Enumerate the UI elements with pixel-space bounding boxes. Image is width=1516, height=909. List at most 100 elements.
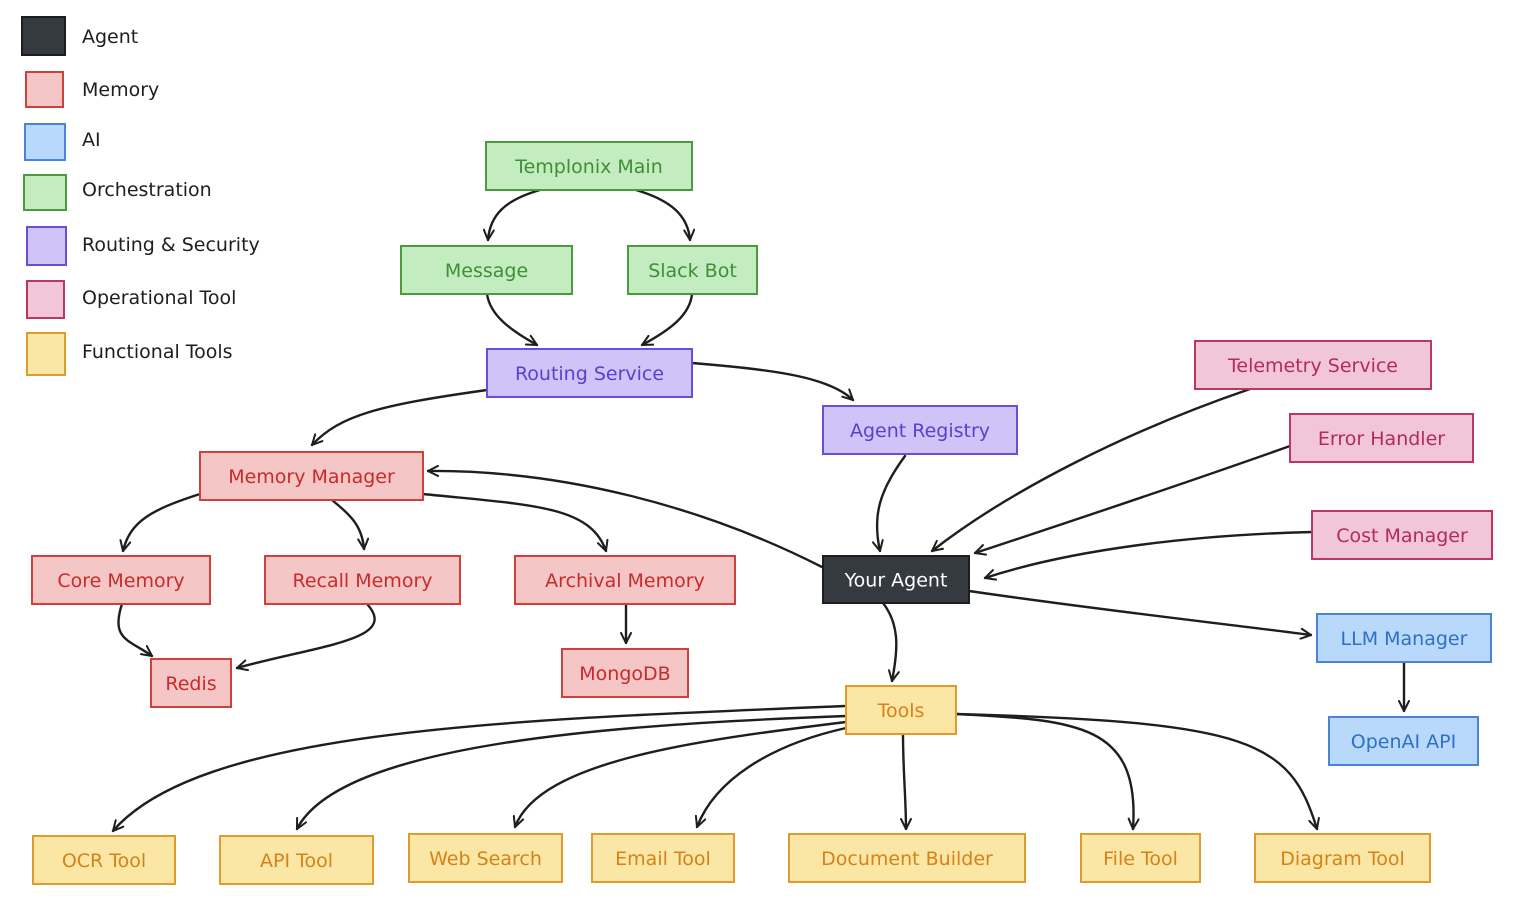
node-label-routing-service: Routing Service bbox=[515, 363, 664, 385]
edge-error-handler-to-your-agent bbox=[973, 444, 1292, 556]
node-recall-memory[interactable]: Recall Memory bbox=[264, 555, 461, 605]
legend-label-functional: Functional Tools bbox=[82, 341, 233, 363]
node-box-telemetry-service bbox=[1194, 340, 1432, 390]
edge-memory-manager-to-archival-memory bbox=[421, 492, 609, 553]
node-routing-service[interactable]: Routing Service bbox=[486, 348, 693, 398]
legend-swatch-functional bbox=[26, 332, 66, 376]
node-box-ocr-tool bbox=[32, 835, 176, 885]
node-box-diagram-tool bbox=[1254, 833, 1431, 883]
legend-swatch-agent bbox=[21, 16, 66, 56]
node-box-openai-api bbox=[1328, 716, 1479, 766]
node-label-file-tool: File Tool bbox=[1103, 848, 1178, 870]
node-archival-memory[interactable]: Archival Memory bbox=[514, 555, 736, 605]
node-label-core-memory: Core Memory bbox=[57, 570, 184, 592]
node-label-message: Message bbox=[445, 260, 528, 282]
node-error-handler[interactable]: Error Handler bbox=[1289, 413, 1474, 463]
node-openai-api[interactable]: OpenAI API bbox=[1328, 716, 1479, 766]
node-box-document-builder bbox=[788, 833, 1026, 883]
node-box-core-memory bbox=[31, 555, 211, 605]
node-box-memory-manager bbox=[199, 451, 424, 501]
edge-recall-memory-to-redis bbox=[235, 602, 376, 672]
node-box-email-tool bbox=[591, 833, 735, 883]
edge-core-memory-to-redis bbox=[117, 602, 154, 658]
edge-tools-to-file-tool bbox=[954, 712, 1140, 831]
legend-label-orchestration: Orchestration bbox=[82, 179, 212, 201]
edge-templonix-main-to-message bbox=[482, 188, 542, 242]
legend-swatch-routing bbox=[26, 226, 67, 266]
node-agent-registry[interactable]: Agent Registry bbox=[822, 405, 1018, 455]
node-slack-bot[interactable]: Slack Bot bbox=[627, 245, 758, 295]
node-mongodb[interactable]: MongoDB bbox=[561, 648, 689, 698]
node-llm-manager[interactable]: LLM Manager bbox=[1316, 613, 1492, 663]
node-box-tools bbox=[845, 685, 957, 735]
node-cost-manager[interactable]: Cost Manager bbox=[1311, 510, 1493, 560]
node-box-mongodb bbox=[561, 648, 689, 698]
node-api-tool[interactable]: API Tool bbox=[219, 835, 374, 885]
edge-memory-manager-to-recall-memory bbox=[330, 498, 370, 551]
node-label-cost-manager: Cost Manager bbox=[1336, 525, 1468, 547]
node-box-templonix-main bbox=[485, 141, 693, 191]
node-label-api-tool: API Tool bbox=[260, 850, 333, 872]
legend-label-ai: AI bbox=[82, 129, 101, 151]
edge-slack-bot-to-routing-service bbox=[640, 292, 694, 347]
node-label-tools: Tools bbox=[877, 700, 925, 722]
node-templonix-main[interactable]: Templonix Main bbox=[485, 141, 693, 191]
legend-swatch-ai bbox=[24, 123, 66, 161]
node-box-message bbox=[400, 245, 573, 295]
legend-swatch-orchestration bbox=[23, 174, 67, 211]
node-label-openai-api: OpenAI API bbox=[1351, 731, 1456, 753]
node-label-telemetry-service: Telemetry Service bbox=[1227, 355, 1398, 377]
node-telemetry-service[interactable]: Telemetry Service bbox=[1194, 340, 1432, 390]
legend-swatch-memory bbox=[25, 71, 64, 108]
node-ocr-tool[interactable]: OCR Tool bbox=[32, 835, 176, 885]
node-web-search[interactable]: Web Search bbox=[408, 833, 563, 883]
node-box-redis bbox=[150, 658, 232, 708]
node-box-routing-service bbox=[486, 348, 693, 398]
node-core-memory[interactable]: Core Memory bbox=[31, 555, 211, 605]
edge-your-agent-to-tools bbox=[881, 601, 900, 683]
node-box-agent-registry bbox=[822, 405, 1018, 455]
legend-label-memory: Memory bbox=[82, 79, 159, 101]
node-label-slack-bot: Slack Bot bbox=[648, 260, 737, 282]
node-box-file-tool bbox=[1080, 833, 1201, 883]
node-label-error-handler: Error Handler bbox=[1318, 428, 1445, 450]
node-file-tool[interactable]: File Tool bbox=[1080, 833, 1201, 883]
node-email-tool[interactable]: Email Tool bbox=[591, 833, 735, 883]
node-label-diagram-tool: Diagram Tool bbox=[1280, 848, 1405, 870]
node-label-ocr-tool: OCR Tool bbox=[62, 850, 146, 872]
edge-routing-service-to-agent-registry bbox=[690, 361, 855, 402]
node-label-agent-registry: Agent Registry bbox=[850, 420, 990, 442]
node-label-llm-manager: LLM Manager bbox=[1341, 628, 1468, 650]
node-box-error-handler bbox=[1289, 413, 1474, 463]
edge-templonix-main-to-slack-bot bbox=[634, 188, 696, 242]
edge-memory-manager-to-core-memory bbox=[119, 492, 202, 553]
node-box-cost-manager bbox=[1311, 510, 1493, 560]
node-box-web-search bbox=[408, 833, 563, 883]
node-message[interactable]: Message bbox=[400, 245, 573, 295]
node-tools[interactable]: Tools bbox=[845, 685, 957, 735]
legend-swatch-operational bbox=[26, 280, 65, 319]
edge-tools-to-diagram-tool bbox=[954, 712, 1320, 831]
edge-message-to-routing-service bbox=[485, 292, 539, 347]
edge-cost-manager-to-your-agent bbox=[983, 530, 1314, 581]
node-box-archival-memory bbox=[514, 555, 736, 605]
edge-telemetry-service-to-your-agent bbox=[930, 387, 1252, 553]
node-your-agent[interactable]: Your Agent bbox=[822, 555, 970, 604]
node-label-memory-manager: Memory Manager bbox=[228, 466, 395, 488]
node-box-llm-manager bbox=[1316, 613, 1492, 663]
node-label-document-builder: Document Builder bbox=[821, 848, 993, 870]
node-memory-manager[interactable]: Memory Manager bbox=[199, 451, 424, 501]
node-diagram-tool[interactable]: Diagram Tool bbox=[1254, 833, 1431, 883]
node-document-builder[interactable]: Document Builder bbox=[788, 833, 1026, 883]
legend-label-routing: Routing & Security bbox=[82, 234, 260, 256]
edge-tools-to-document-builder bbox=[899, 732, 912, 831]
node-label-templonix-main: Templonix Main bbox=[514, 156, 663, 178]
node-redis[interactable]: Redis bbox=[150, 658, 232, 708]
node-box-recall-memory bbox=[264, 555, 461, 605]
edge-agent-registry-to-your-agent bbox=[871, 454, 907, 553]
node-box-slack-bot bbox=[627, 245, 758, 295]
edge-your-agent-to-llm-manager bbox=[967, 589, 1313, 640]
legend-label-operational: Operational Tool bbox=[82, 287, 236, 309]
